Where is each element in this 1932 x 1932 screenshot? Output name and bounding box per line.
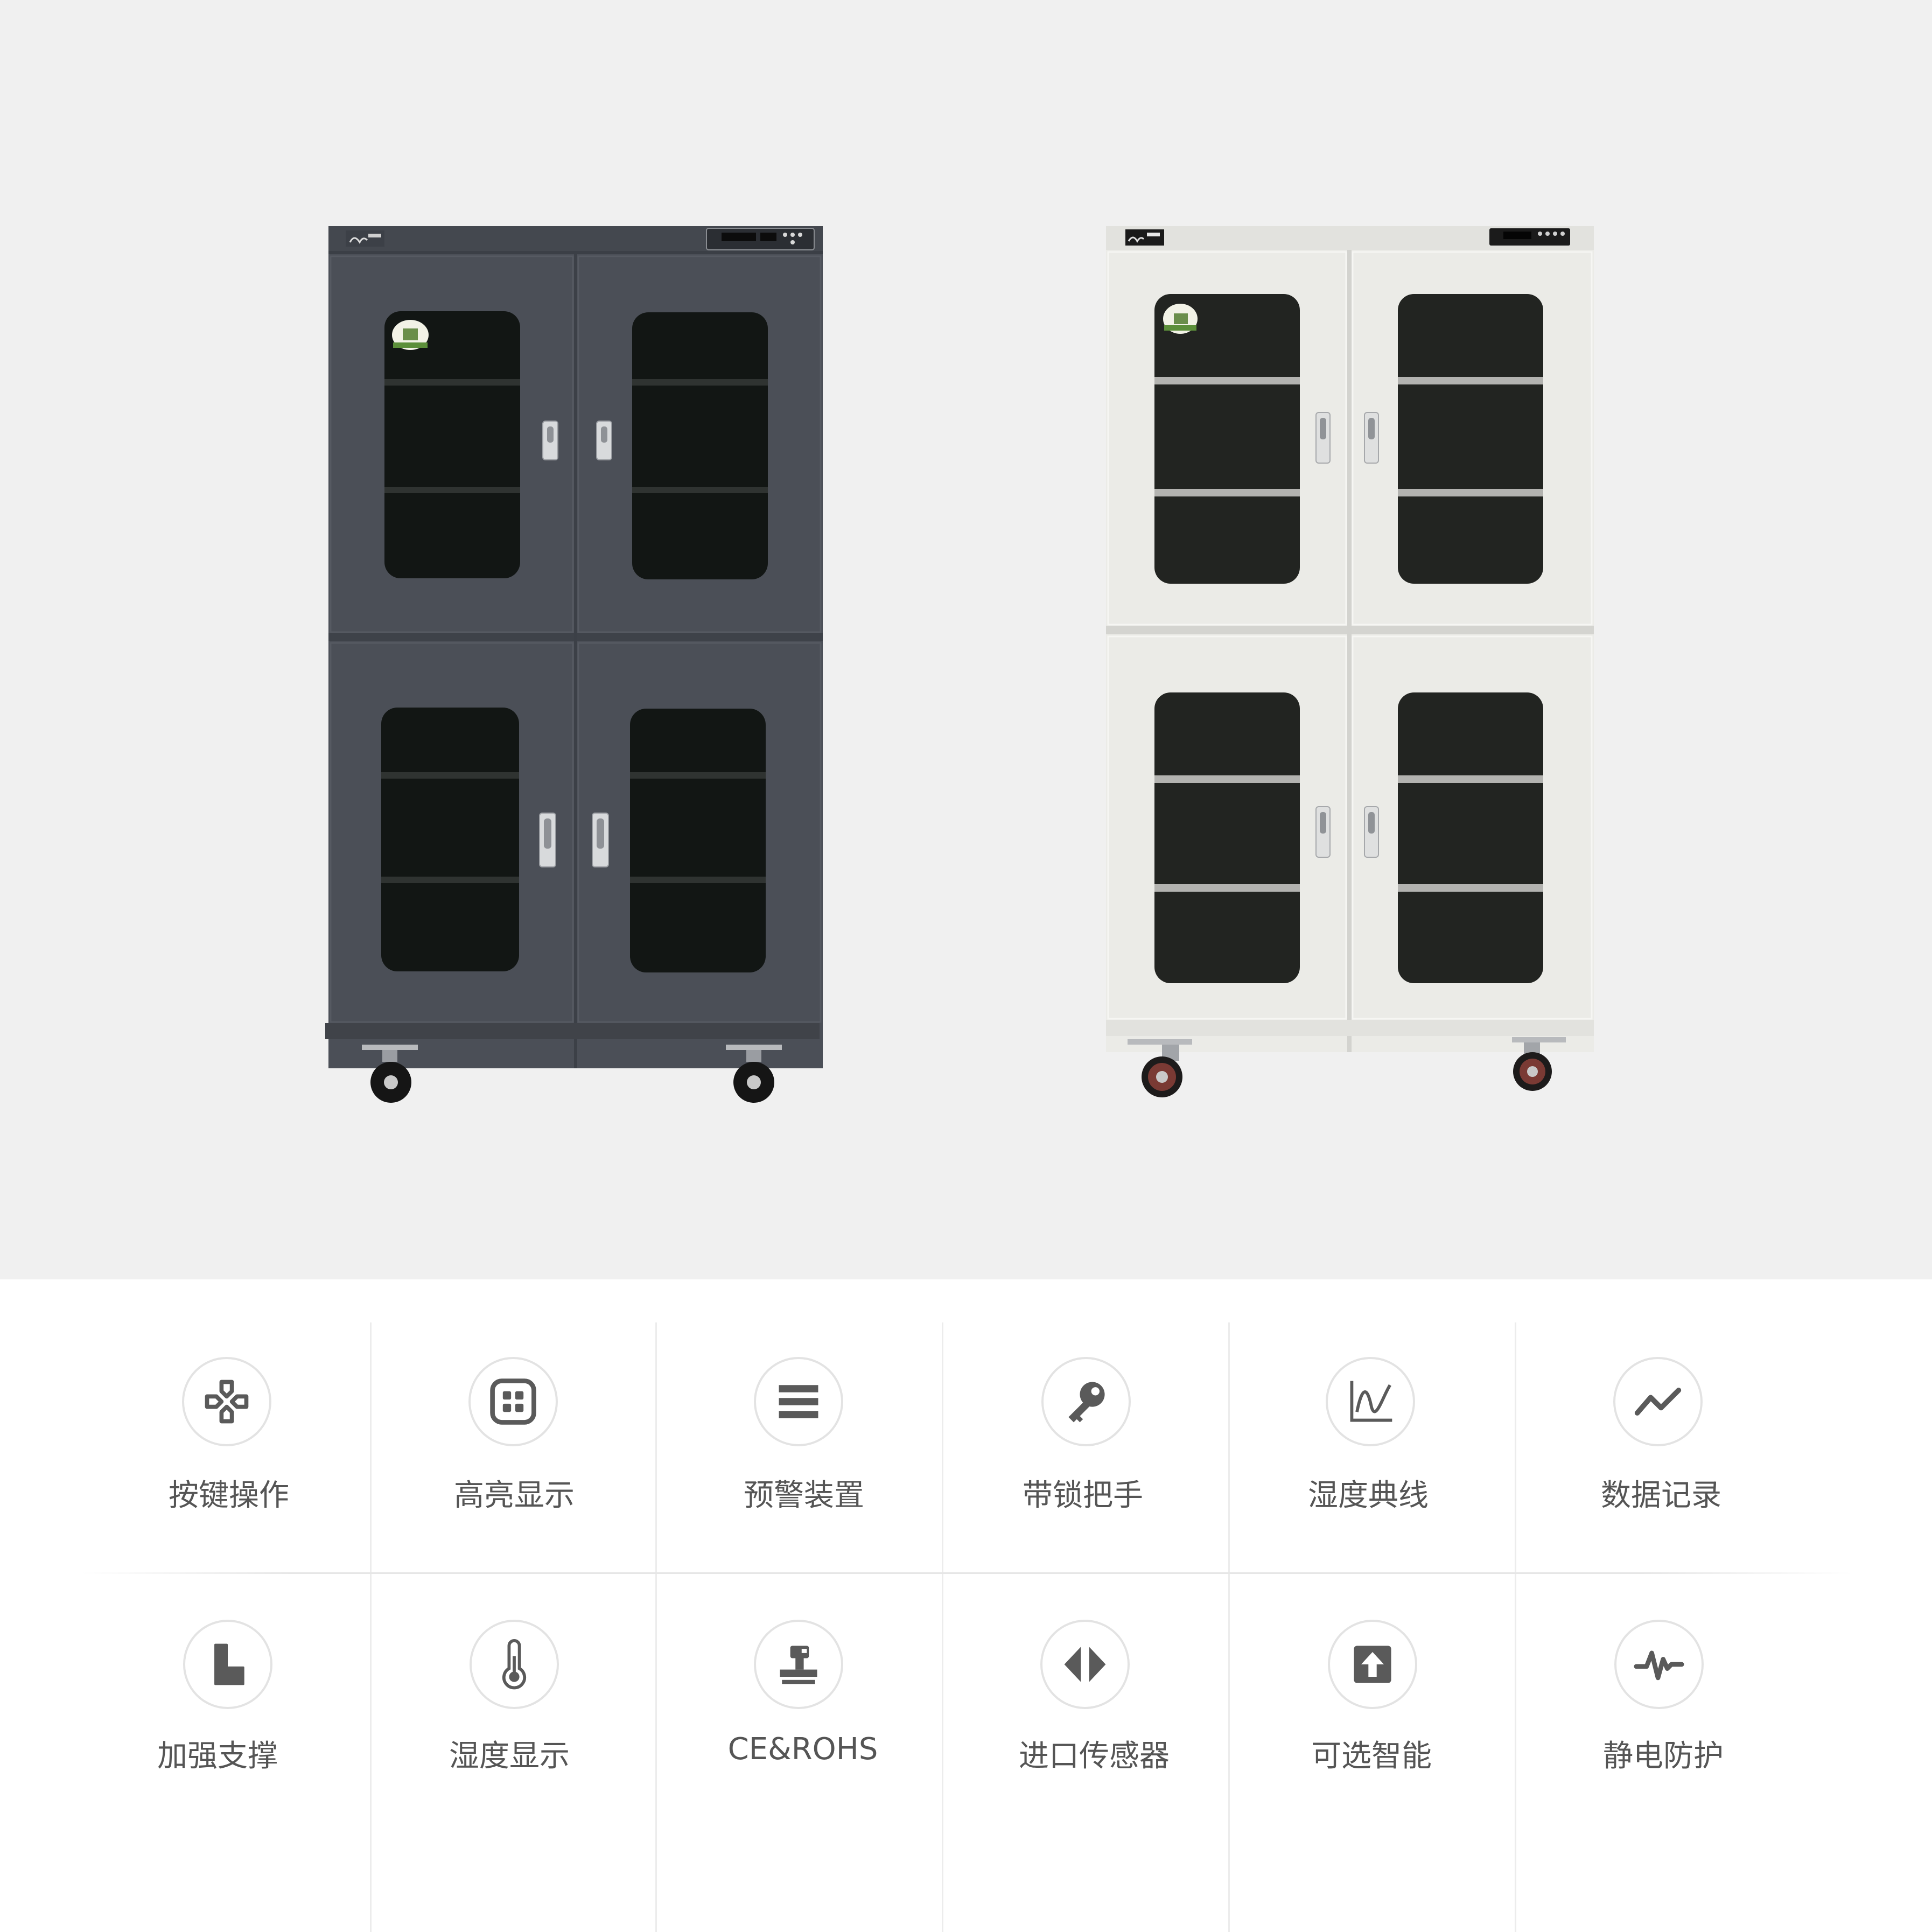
feature-label: 数据记录 [1601,1478,1721,1513]
feature-label: 加强支撑 [157,1739,278,1774]
window [632,312,768,579]
menu-bars-icon [754,1357,843,1446]
window [1154,294,1300,584]
grid-divider [655,1322,657,1932]
door-handle [592,813,609,867]
window [1398,692,1543,983]
grid-divider [1515,1322,1516,1932]
thermometer-icon [470,1620,559,1709]
caster-wheel [362,1045,418,1103]
pulse-wave-icon [1614,1620,1704,1709]
upload-box-icon [1328,1620,1417,1709]
l-bracket-icon [183,1620,272,1709]
product-hero [0,0,1932,1279]
feature-label: 进口传感器 [1019,1739,1170,1774]
door-handle [1315,806,1331,858]
feature-label: 湿度典线 [1308,1478,1429,1513]
feature-label: 预警装置 [744,1478,864,1513]
dark-dry-cabinet [325,226,823,1103]
trend-line-icon [1613,1357,1703,1446]
door-handle [1364,806,1379,858]
caster-wheel [726,1045,782,1103]
curve-chart-icon [1326,1357,1415,1446]
feature-label: 带锁把手 [1023,1478,1143,1513]
grid-divider [1228,1322,1230,1932]
feature-grid: 按键操作 高亮显示 预警装置 带锁把手 湿度典线 数据记录 加强支撑 湿度显示 [0,1279,1932,1932]
display-grid-icon [468,1357,558,1446]
window [381,708,519,971]
door-handle [596,421,612,460]
window [384,311,520,578]
door-handle [1315,412,1331,464]
door-handle [1364,412,1379,464]
grid-divider [942,1322,943,1932]
left-right-arrows-icon [1040,1620,1130,1709]
door-handle [542,421,558,460]
feature-label: 湿度显示 [449,1739,570,1774]
feature-label: 按键操作 [169,1478,289,1513]
door-handle [539,813,556,867]
key-icon [1041,1357,1131,1446]
window [630,709,766,972]
feature-label: 高亮显示 [454,1478,575,1513]
window [1154,692,1300,983]
feature-label: 可选智能 [1311,1739,1432,1774]
caster-wheel [1128,1039,1192,1097]
grid-divider [81,1572,1852,1574]
feature-label: CE&ROHS [727,1732,878,1767]
stamp-icon [754,1620,843,1709]
grid-divider [370,1322,372,1932]
caster-wheel [1512,1037,1566,1091]
window [1398,294,1543,584]
light-dry-cabinet [1106,226,1594,1097]
feature-label: 静电防护 [1603,1739,1724,1774]
keypad-icon [182,1357,271,1446]
